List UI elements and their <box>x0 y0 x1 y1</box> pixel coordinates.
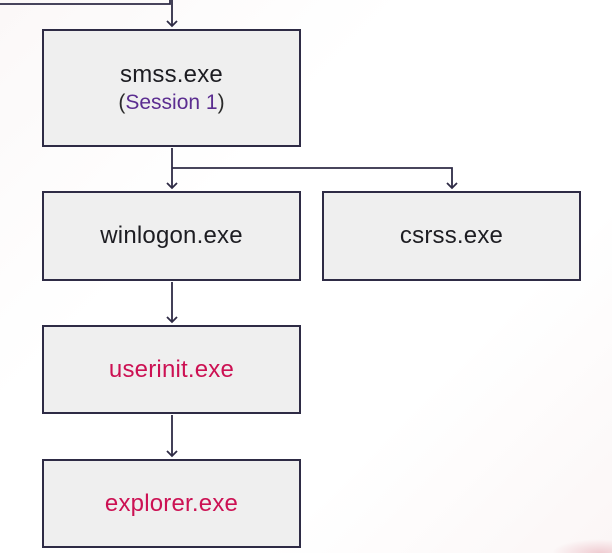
session-open-paren: ( <box>118 91 126 114</box>
node-explorer-label: explorer.exe <box>104 489 239 517</box>
node-csrss-label: csrss.exe <box>399 222 504 249</box>
session-label: Session 1 <box>125 91 218 114</box>
node-userinit: userinit.exe <box>42 325 301 414</box>
node-smss-label: smss.exe <box>120 61 223 88</box>
decorative-corner-glow <box>552 539 612 553</box>
node-smss-session: (Session 1) <box>118 90 224 116</box>
node-smss: smss.exe (Session 1) <box>42 29 301 147</box>
node-explorer: explorer.exe <box>42 459 301 548</box>
node-csrss: csrss.exe <box>322 191 581 281</box>
node-winlogon-label: winlogon.exe <box>100 222 243 249</box>
edge-smss-to-csrss <box>172 167 458 190</box>
session-close-paren: ) <box>217 91 225 114</box>
node-userinit-label: userinit.exe <box>108 355 235 383</box>
parent-box-fragment <box>0 0 171 5</box>
node-winlogon: winlogon.exe <box>42 191 301 281</box>
